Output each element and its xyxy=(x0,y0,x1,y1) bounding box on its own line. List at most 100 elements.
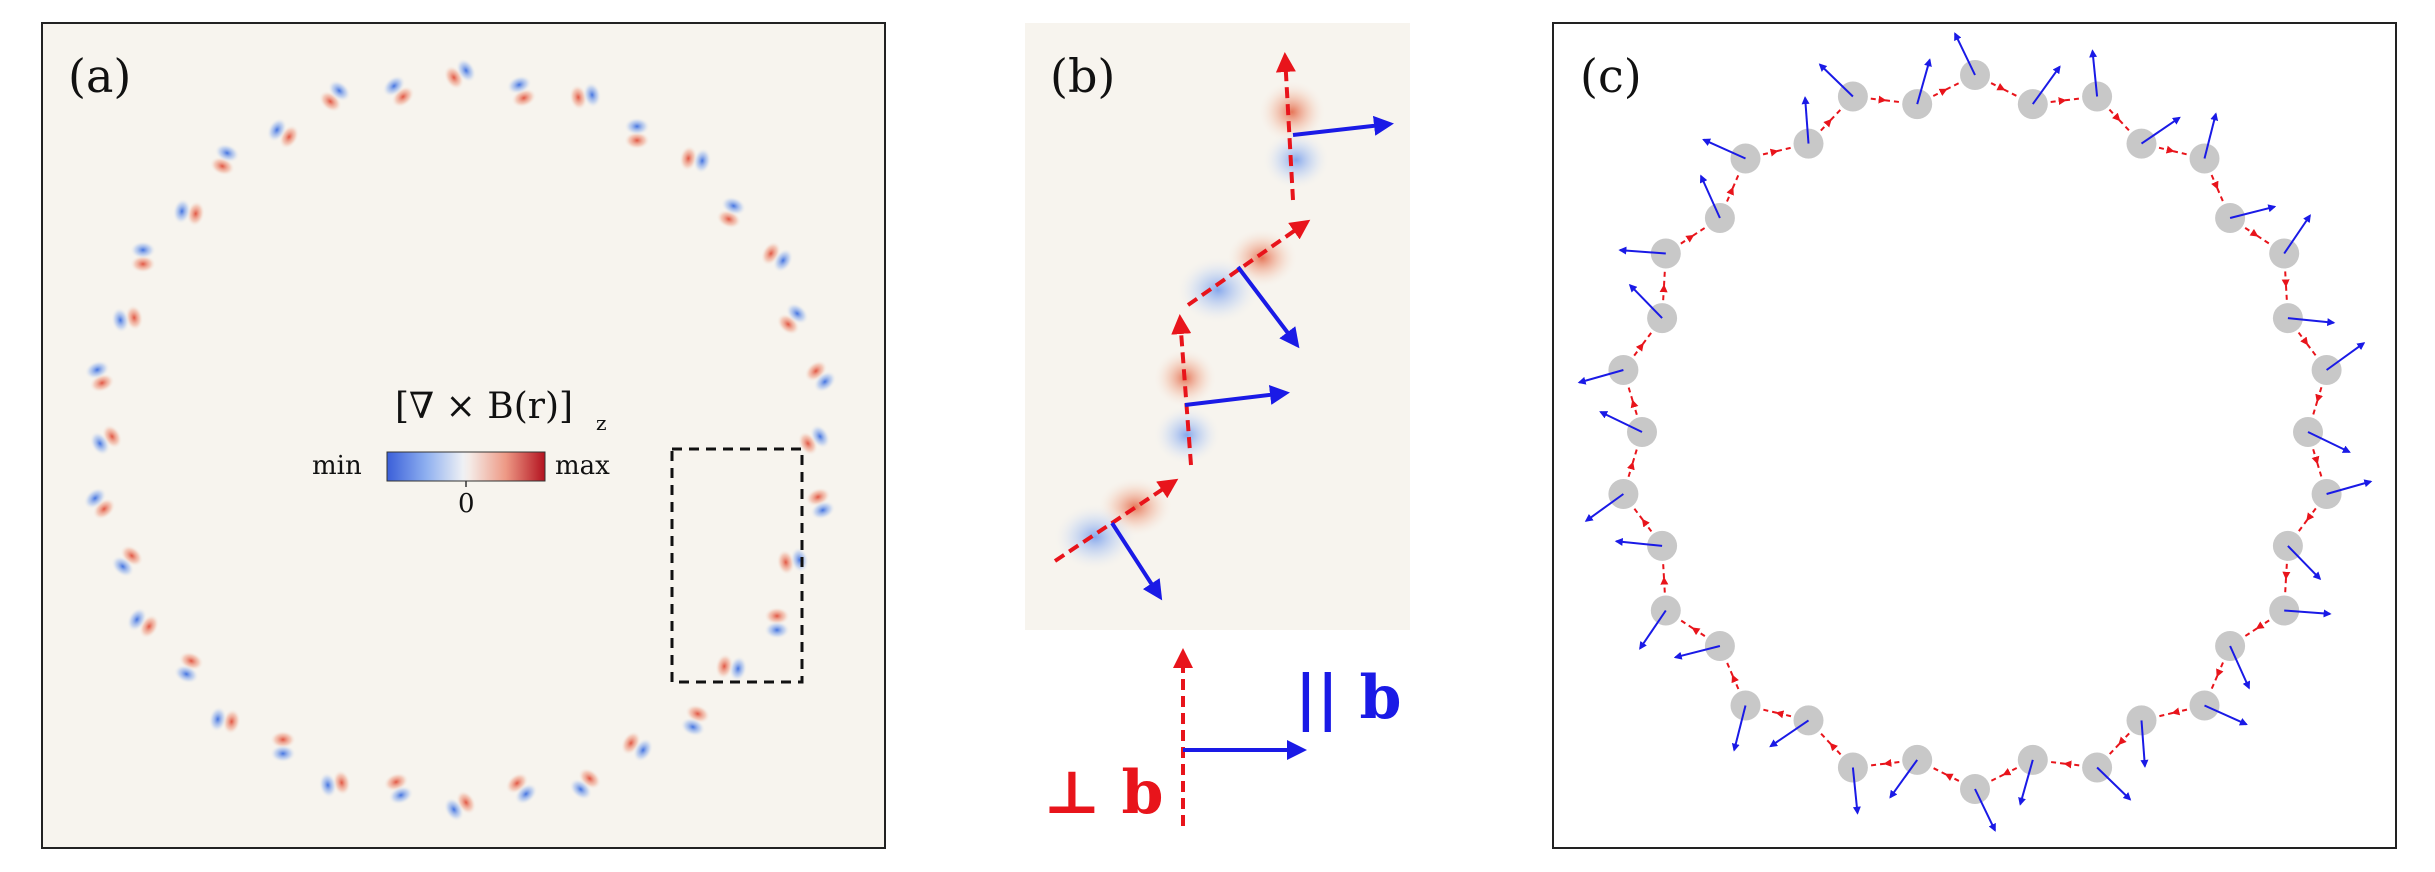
dipole xyxy=(569,81,602,111)
par-arrow xyxy=(1614,537,1663,547)
dipole xyxy=(443,790,477,822)
dipole-lobe-blue xyxy=(83,487,107,510)
par-arrow xyxy=(2284,609,2332,618)
dipole-lobe-blue xyxy=(130,241,156,259)
par-arrow xyxy=(1801,96,1810,144)
dipole-lobe-blue xyxy=(214,143,240,163)
dipole-lobe-red xyxy=(332,769,351,796)
dipole-lobe-blue xyxy=(569,778,593,801)
panel-a-frame xyxy=(41,22,886,849)
panel-b-label: (b) xyxy=(1050,49,1115,103)
dipole xyxy=(111,304,144,334)
field-lobe-blue xyxy=(1176,256,1260,324)
dipole xyxy=(804,360,837,393)
par-arrow xyxy=(2287,317,2336,327)
dipole-lobe-blue xyxy=(720,196,747,216)
dipole-lobe-red xyxy=(679,145,698,172)
par-arrow xyxy=(2229,645,2251,690)
field-lobe-blue xyxy=(1153,405,1221,465)
par-arrow xyxy=(1954,32,1976,76)
par-arrow xyxy=(1584,493,1624,522)
par-arrow xyxy=(1731,705,1747,752)
par-arrow xyxy=(1699,174,1721,219)
par-arrow xyxy=(2287,545,2322,581)
par-arrow xyxy=(1673,645,1721,660)
perp-arrow xyxy=(1186,219,1311,307)
dipole xyxy=(83,487,116,520)
perp-arrow xyxy=(1665,234,1695,255)
par-arrow xyxy=(2031,65,2061,105)
par-arrow xyxy=(2283,214,2311,255)
dipole-lobe-blue xyxy=(84,360,110,380)
dipole xyxy=(126,607,160,639)
par-arrow xyxy=(1851,767,1861,815)
dipole-lobe-red xyxy=(776,549,795,576)
perp-arrow xyxy=(1275,52,1296,201)
dipole-lobe-blue xyxy=(173,664,200,684)
colorbar-max-label: max xyxy=(555,451,610,481)
par-arrow xyxy=(1577,369,1624,385)
par-arrow xyxy=(2018,759,2034,806)
dipole-lobe-blue xyxy=(772,248,794,273)
perp-arrow xyxy=(2216,645,2232,678)
legend-par-label: || b xyxy=(1295,663,1402,733)
par-arrow xyxy=(2140,720,2149,768)
dipole-lobe-red xyxy=(270,730,296,749)
perp-arrow xyxy=(2032,97,2067,106)
panel-c-label: (c) xyxy=(1580,49,1642,103)
par-arrow xyxy=(1599,411,1643,433)
par-arrow xyxy=(2089,49,2099,97)
dipole xyxy=(797,424,831,456)
perp-arrow xyxy=(1829,742,1854,769)
dipole-lobe-blue xyxy=(126,607,148,632)
dipole-lobe-blue xyxy=(111,555,135,578)
perp-arrow xyxy=(1053,478,1179,563)
dipole xyxy=(383,772,414,805)
perp-arrow xyxy=(2255,609,2285,630)
dipole xyxy=(172,198,205,227)
par-arrow xyxy=(1974,788,1996,832)
dipole-lobe-blue xyxy=(514,783,538,805)
dipole xyxy=(679,145,712,174)
dipole-lobe-blue xyxy=(813,370,837,393)
dipole-lobe-blue xyxy=(89,431,111,456)
dipole-lobe-blue xyxy=(790,546,809,573)
dipole xyxy=(443,58,477,90)
dipole xyxy=(764,607,790,639)
dipole-lobe-red xyxy=(186,200,205,227)
par-arrow xyxy=(2307,431,2351,453)
particle-ring xyxy=(1577,32,2373,832)
dipole-lobe-blue xyxy=(624,117,650,136)
par-arrow xyxy=(2204,704,2248,726)
par-arrow xyxy=(1628,283,1663,319)
dipole-lobe-blue xyxy=(785,302,809,325)
dipole-lobe-blue xyxy=(172,198,192,225)
colorbar-title: [∇ × B(r)] xyxy=(395,386,573,427)
dipole xyxy=(776,302,809,336)
dipole xyxy=(84,360,115,393)
par-arrow xyxy=(2326,342,2366,371)
dipole-lobe-blue xyxy=(728,655,748,682)
dipole xyxy=(506,75,537,108)
dipole xyxy=(624,117,650,150)
dipole-lobe-blue xyxy=(693,147,712,174)
perp-arrow xyxy=(1718,186,1734,219)
dipole xyxy=(569,767,602,801)
par-arrow xyxy=(2326,479,2373,495)
dipole xyxy=(173,651,204,684)
dipole-lobe-blue xyxy=(327,79,351,102)
dipole-lobe-blue xyxy=(809,424,831,449)
par-arrow xyxy=(1889,759,1919,799)
dipole-lobe-red xyxy=(569,84,588,111)
dipole-lobe-blue xyxy=(506,75,532,95)
par-arrow xyxy=(1236,265,1300,349)
dipole-lobe-blue xyxy=(455,58,477,83)
dipole-lobe-blue xyxy=(632,737,654,763)
par-arrow xyxy=(1110,521,1163,601)
dipole xyxy=(130,241,156,273)
dipole xyxy=(716,196,747,229)
par-arrow xyxy=(1818,63,1854,98)
par-arrow xyxy=(2229,204,2277,219)
colorbar-bar xyxy=(386,451,546,482)
dipole-lobe-red xyxy=(222,708,241,735)
